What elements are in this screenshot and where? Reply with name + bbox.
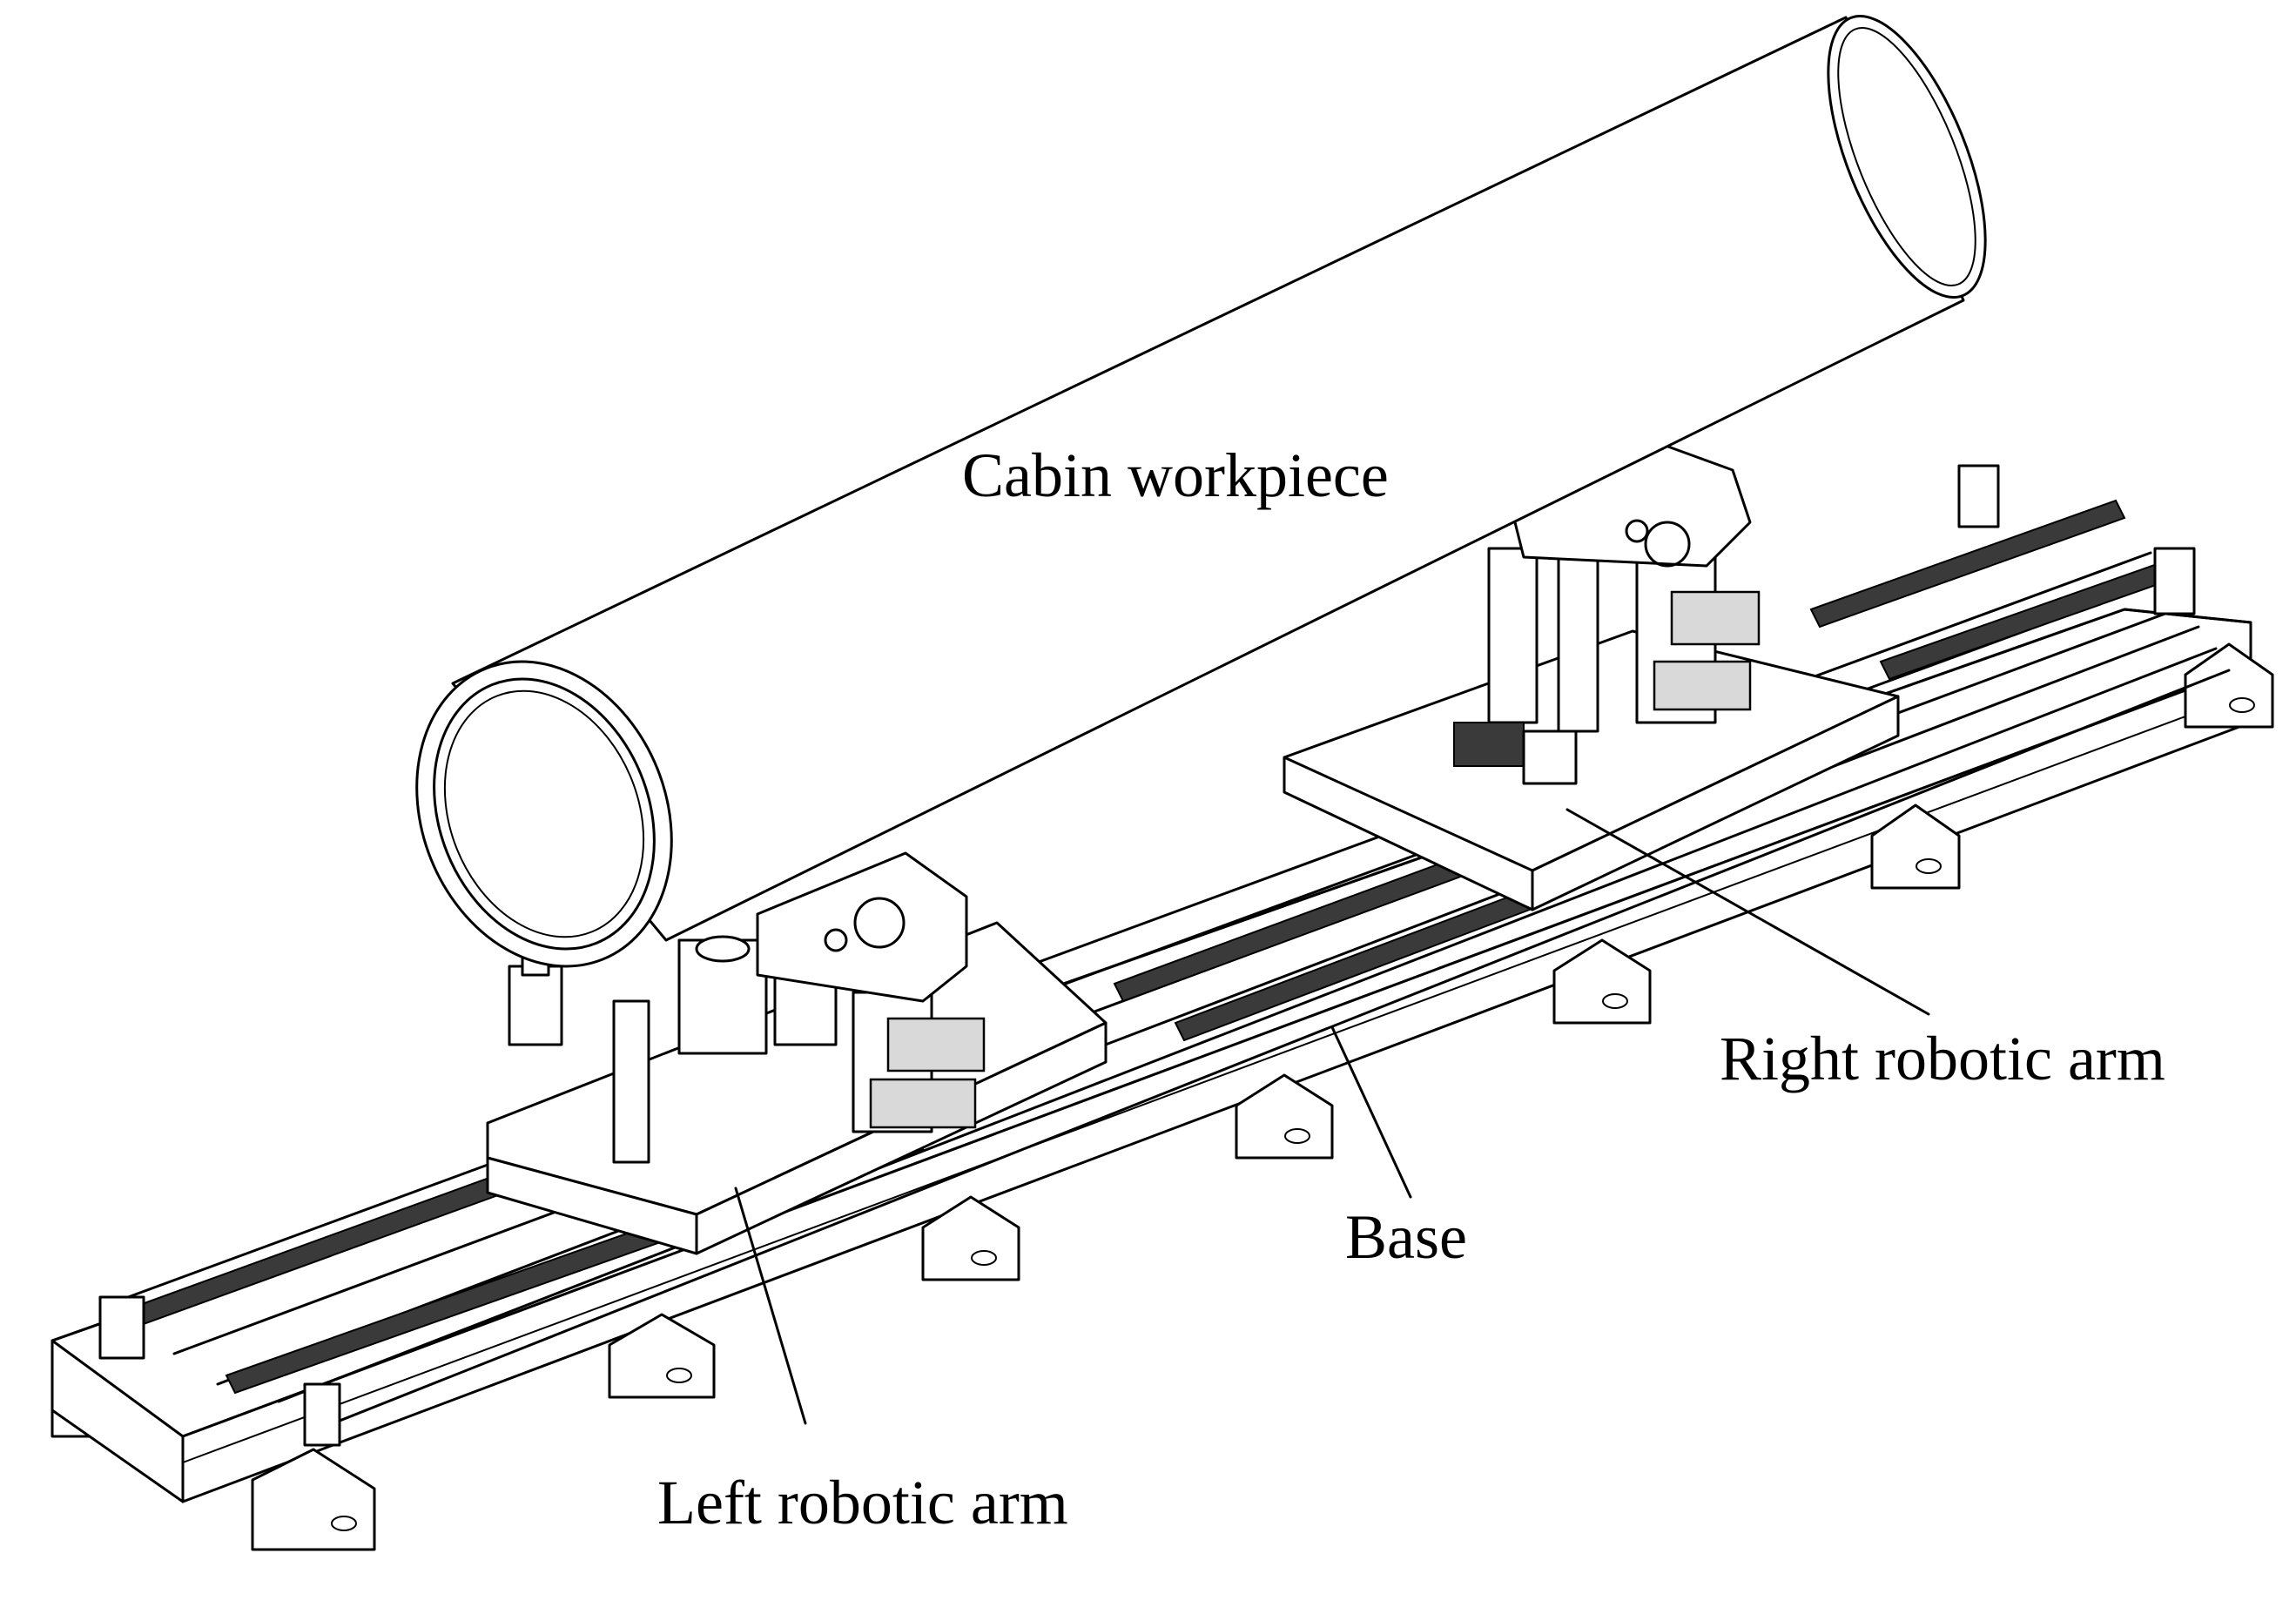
leader-left-arm <box>734 1187 807 1425</box>
foot-1 <box>251 1448 376 1551</box>
label-cabin-workpiece: Cabin workpiece <box>962 440 1389 510</box>
labels: Cabin workpiece Right robotic arm Base L… <box>657 440 2165 1537</box>
foot-7 <box>2184 642 2274 729</box>
label-right-robotic-arm: Right robotic arm <box>1720 1024 2165 1093</box>
foot-3 <box>921 1195 1020 1281</box>
foot-5 <box>1552 938 1652 1025</box>
foot-4 <box>1235 1073 1334 1160</box>
foot-2 <box>608 1313 716 1399</box>
foot-6 <box>1870 804 1961 890</box>
right-robotic-arm <box>1283 434 1900 911</box>
leader-right-arm <box>1565 808 1930 1016</box>
callouts <box>734 808 1930 1425</box>
cabin-workpiece <box>415 15 1987 968</box>
leader-base <box>1330 1025 1412 1199</box>
left-robotic-arm <box>486 851 1108 1255</box>
base-feet <box>251 642 2274 1551</box>
label-base: Base <box>1345 1202 1467 1272</box>
end-brackets <box>98 464 2196 1447</box>
label-left-robotic-arm: Left robotic arm <box>657 1468 1068 1537</box>
